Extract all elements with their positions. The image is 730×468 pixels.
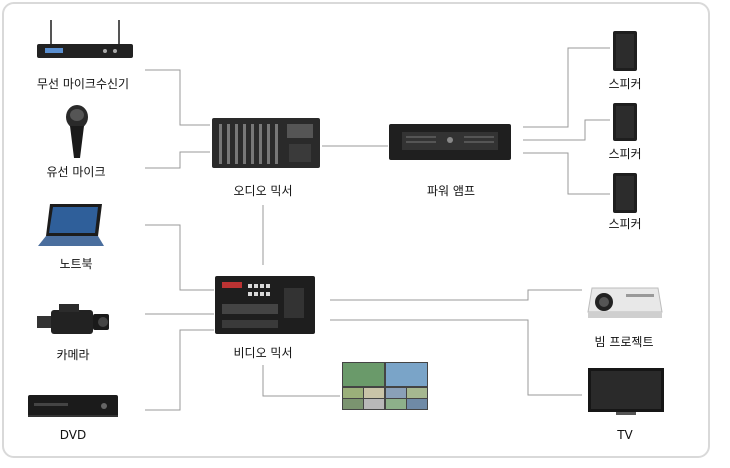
wired-mic-label: 유선 마이크 <box>46 165 106 179</box>
audio-mixer-icon <box>211 116 321 174</box>
beam-projector-label: 빔 프로젝트 <box>594 335 654 349</box>
power-amp-label: 파워 앰프 <box>427 184 475 198</box>
wire-video-mixer-to-projector <box>330 289 582 301</box>
wireless-mic-label: 무선 마이크수신기 <box>36 77 130 91</box>
multiview-screen-icon <box>342 362 428 414</box>
wire-wired-mic-to-audio-mixer <box>145 151 210 169</box>
wire-dvd-to-video-mixer <box>145 329 214 411</box>
video-camera-icon <box>33 302 113 344</box>
wire-wireless-mic-to-audio-mixer <box>145 69 210 126</box>
speaker-2-label: 스피커 <box>608 147 642 161</box>
camera-label: 카메라 <box>56 348 90 362</box>
speaker-icon <box>612 30 638 76</box>
speaker-3-label: 스피커 <box>608 217 642 231</box>
video-mixer-label: 비디오 믹서 <box>233 346 293 360</box>
laptop-icon <box>36 202 106 256</box>
dvd-label: DVD <box>59 428 87 442</box>
wire-amp-to-speaker-2 <box>523 119 610 141</box>
speaker-1-label: 스피커 <box>608 77 642 91</box>
laptop-label: 노트북 <box>59 257 93 271</box>
audio-mixer-label: 오디오 믹서 <box>233 184 293 198</box>
wire-video-mixer-to-multiview <box>262 365 340 397</box>
speaker-icon <box>612 172 638 218</box>
microphone-icon <box>62 104 92 164</box>
wireless-receiver-icon <box>35 18 135 66</box>
wire-amp-to-speaker-3 <box>523 152 610 195</box>
dvd-player-icon <box>26 391 120 425</box>
wire-amp-to-speaker-1 <box>523 47 610 128</box>
video-mixer-icon <box>214 274 316 340</box>
speaker-icon <box>612 102 638 146</box>
tv-icon <box>586 367 666 421</box>
wire-video-mixer-to-tv <box>330 319 582 396</box>
tv-label: TV <box>617 428 633 442</box>
projector-icon <box>586 282 666 326</box>
wire-laptop-to-video-mixer <box>145 224 214 291</box>
power-amplifier-icon <box>388 122 512 166</box>
